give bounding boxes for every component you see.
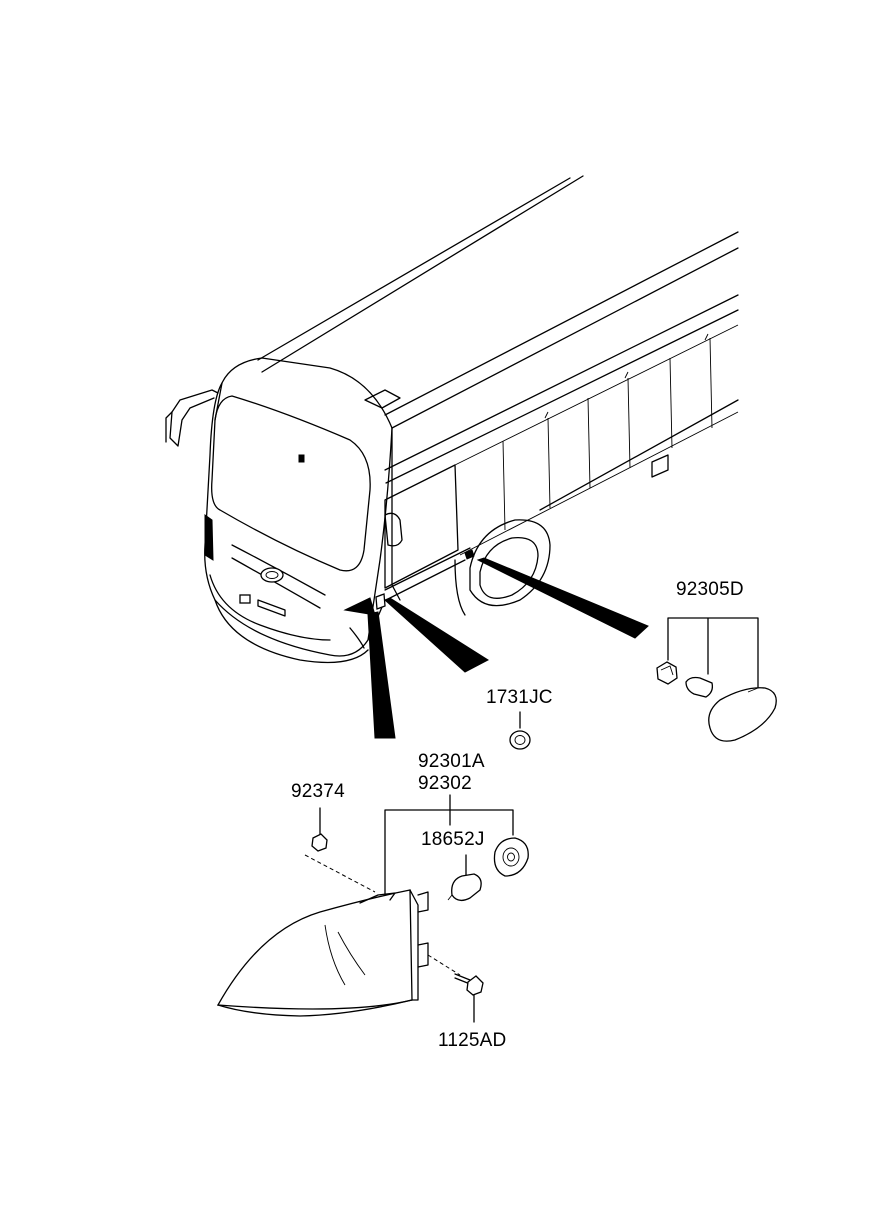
bulb — [447, 854, 482, 902]
bus-body — [165, 175, 739, 664]
turn-lamp-assembly — [216, 794, 514, 1017]
label-18652J: 18652J — [421, 829, 485, 850]
label-92305D: 92305D — [676, 579, 744, 600]
label-1731JC: 1731JC — [486, 687, 553, 708]
clip — [311, 807, 328, 852]
label-92301A: 92301A — [418, 751, 485, 772]
label-1125AD: 1125AD — [438, 1030, 507, 1051]
label-92374: 92374 — [291, 781, 345, 802]
screw — [454, 973, 484, 1023]
callout-wedges — [343, 557, 649, 739]
side-marker-assembly — [656, 617, 777, 742]
label-92302: 92302 — [418, 773, 472, 794]
grommet — [509, 711, 531, 750]
lamp-socket — [493, 837, 529, 877]
